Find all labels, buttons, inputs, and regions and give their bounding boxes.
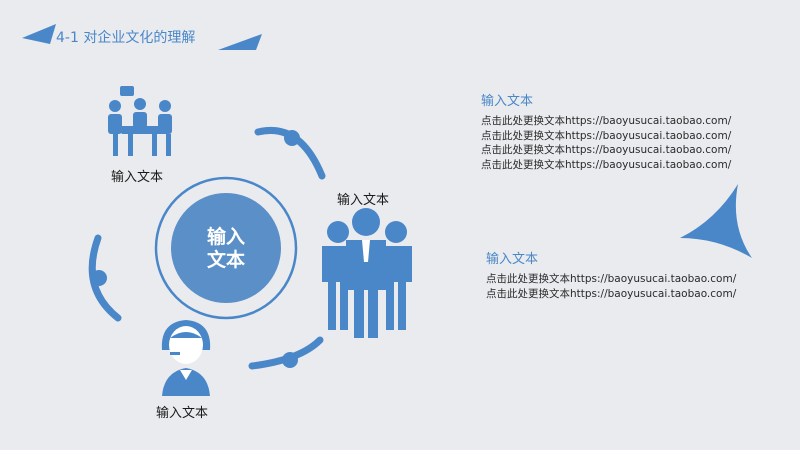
cycle-dot-left	[91, 270, 107, 286]
cycle-dot-top-right	[284, 130, 300, 146]
right-block-1-body: 点击此处更换文本https://baoyusucai.taobao.com/ 点…	[481, 114, 731, 172]
right-block-2-title: 输入文本	[486, 252, 539, 267]
right-block-1-line: 点击此处更换文本https://baoyusucai.taobao.com/	[481, 158, 732, 171]
support-agent-icon	[161, 320, 211, 396]
header-right-accent	[218, 34, 262, 50]
right-curved-triangle	[680, 184, 752, 258]
right-block-1-line: 点击此处更换文本https://baoyusucai.taobao.com/	[481, 129, 732, 142]
meeting-group-label: 输入文本	[111, 170, 164, 185]
center-ring	[154, 176, 298, 320]
page-title: 4-1 对企业文化的理解	[56, 30, 196, 46]
business-group-label: 输入文本	[337, 193, 390, 208]
right-block-1-title: 输入文本	[481, 94, 534, 109]
center-disc	[171, 193, 281, 303]
cycle-dot-bottom-right	[282, 352, 298, 368]
header-left-accent	[22, 24, 56, 44]
right-block-2-line: 点击此处更换文本https://baoyusucai.taobao.com/	[486, 273, 737, 285]
business-group-icon	[322, 208, 412, 338]
right-block-2-line: 点击此处更换文本https://baoyusucai.taobao.com/	[486, 287, 737, 300]
meeting-group-icon	[108, 86, 172, 156]
right-block-1-line: 点击此处更换文本https://baoyusucai.taobao.com/	[481, 144, 732, 156]
center-text-line1: 输入	[206, 226, 245, 248]
center-text-line2: 文本	[206, 249, 245, 271]
support-agent-label: 输入文本	[156, 406, 209, 421]
right-block-2-body: 点击此处更换文本https://baoyusucai.taobao.com/ 点…	[486, 272, 736, 301]
right-block-1-line: 点击此处更换文本https://baoyusucai.taobao.com/	[481, 115, 732, 127]
